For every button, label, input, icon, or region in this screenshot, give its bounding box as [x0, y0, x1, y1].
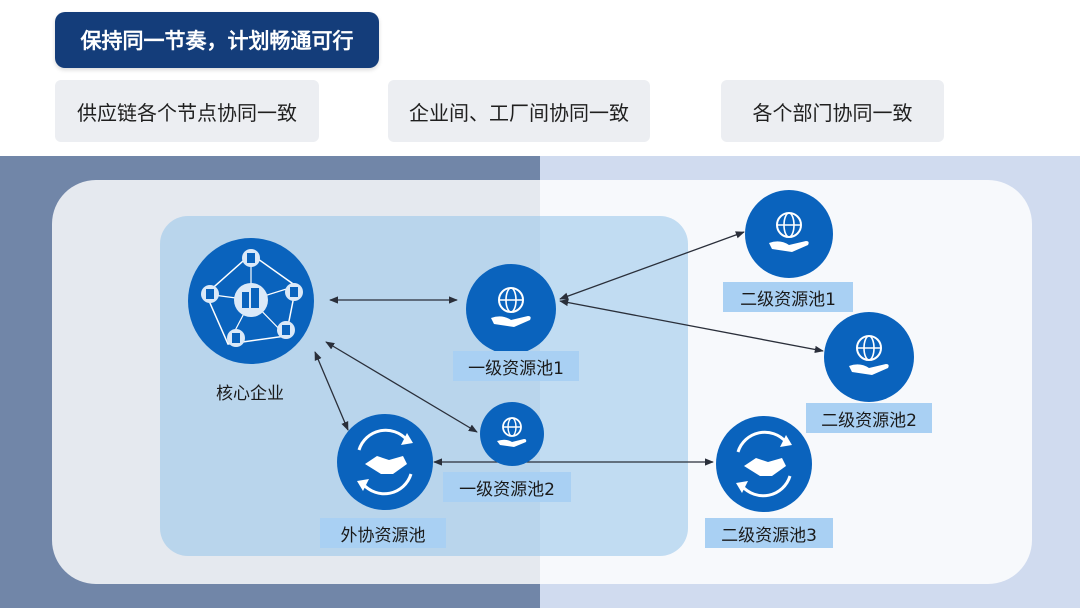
pool1-1-label: 一级资源池1	[453, 351, 579, 381]
pool2-3-node	[716, 416, 812, 512]
pool2-2-node	[824, 312, 914, 402]
handshake-cycle-icon	[736, 430, 792, 498]
outsource-pool-label: 外协资源池	[320, 518, 446, 548]
enterprise-network-icon	[201, 249, 303, 347]
chip-departments: 各个部门协同一致	[721, 80, 944, 142]
arrow-pool1-1-pool2-1	[559, 231, 745, 300]
arrow-pool1-1-pool2-2	[559, 298, 824, 354]
chip-supply-chain: 供应链各个节点协同一致	[55, 80, 319, 142]
pool1-2-node	[480, 402, 544, 466]
arrow-core-pool1-2	[325, 341, 478, 433]
pool2-1-label: 二级资源池1	[723, 282, 853, 312]
core-enterprise-label: 核心企业	[216, 384, 284, 404]
handshake-cycle-icon	[357, 428, 413, 496]
pool2-3-label: 二级资源池3	[705, 518, 833, 548]
core-enterprise-node	[188, 238, 314, 364]
pool2-1-node	[745, 190, 833, 278]
globe-hand-icon	[491, 287, 531, 327]
outsource-pool-node	[337, 414, 433, 510]
pool1-1-node	[466, 264, 556, 354]
globe-hand-icon	[769, 212, 809, 252]
globe-hand-icon	[849, 335, 889, 375]
globe-hand-icon	[497, 417, 527, 447]
pool1-2-label: 一级资源池2	[443, 472, 571, 502]
pool2-2-label: 二级资源池2	[806, 403, 932, 433]
chip-enterprise-factory: 企业间、工厂间协同一致	[388, 80, 650, 142]
page-title: 保持同一节奏，计划畅通可行	[55, 12, 379, 68]
arrow-core-outsource	[314, 351, 349, 431]
